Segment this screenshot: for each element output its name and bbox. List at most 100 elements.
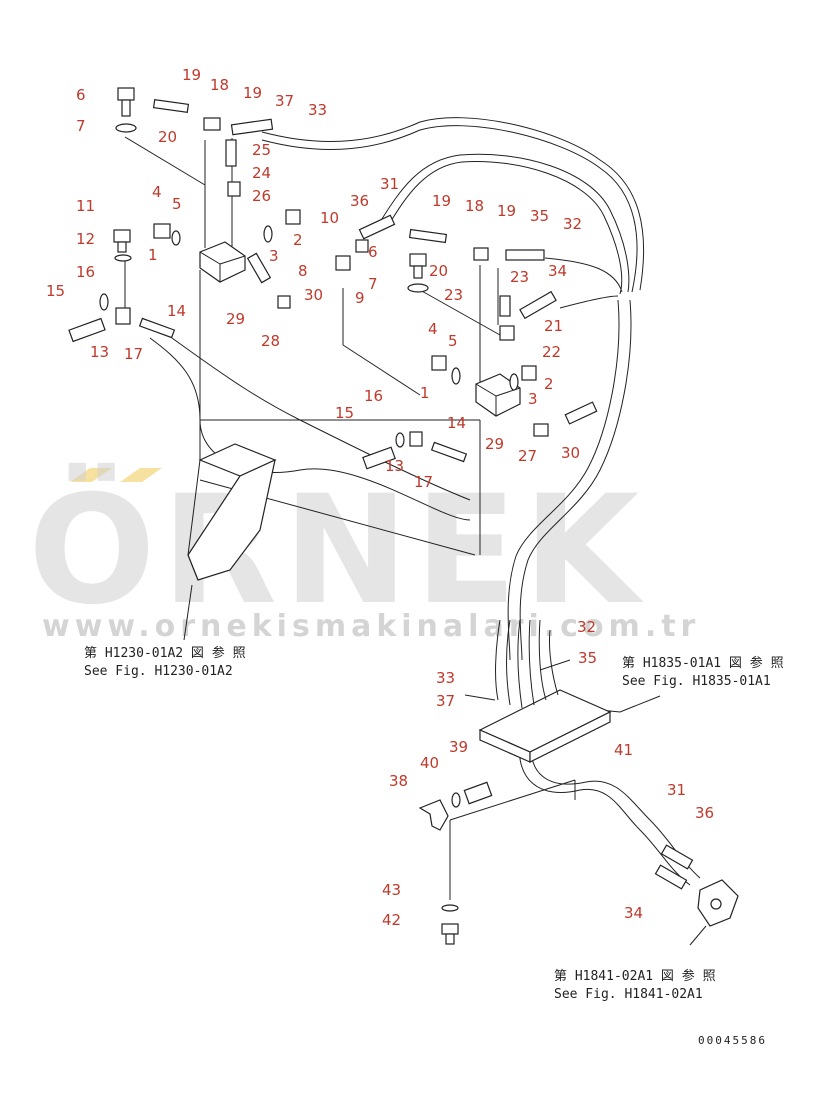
callout: 34 — [624, 904, 643, 922]
callout: 29 — [485, 435, 504, 453]
callout: 24 — [252, 164, 271, 182]
callout: 38 — [389, 772, 408, 790]
plug-4-upper — [153, 223, 171, 239]
elbow-24 — [227, 181, 241, 197]
callout: 19 — [182, 66, 201, 84]
washer-12 — [114, 254, 132, 262]
callout: 16 — [364, 387, 383, 405]
callout: 1 — [420, 384, 430, 402]
elbow-28 — [277, 295, 291, 309]
hose-fitting-35 — [505, 249, 545, 261]
figure-references: 第 H1230-01A2 図 参 照 See Fig. H1230-01A2 第… — [84, 645, 784, 1002]
washer-43 — [441, 904, 459, 912]
callout-labels: 6 7 19 18 19 37 33 20 25 24 26 4 5 2 3 1… — [46, 66, 714, 929]
hose-fitting-37 — [230, 118, 274, 136]
bolt-15-mid — [362, 446, 396, 470]
callout: 28 — [261, 332, 280, 350]
callout: 22 — [542, 343, 561, 361]
adapter-23 — [499, 295, 511, 317]
callout: 15 — [46, 282, 65, 300]
elbow-27 — [533, 423, 549, 437]
watermark-url: www.ornekismakinalari.com.tr — [42, 609, 700, 644]
callout: 30 — [304, 286, 323, 304]
callout: 34 — [548, 262, 567, 280]
reference-arrow-h1230 — [183, 584, 193, 641]
callout: 4 — [428, 320, 438, 338]
drawing-code: 00045586 — [698, 1034, 767, 1047]
callout: 13 — [90, 343, 109, 361]
callout: 31 — [380, 175, 399, 193]
callout: 8 — [298, 262, 308, 280]
callout: 21 — [544, 317, 563, 335]
washer-16-mid — [395, 432, 405, 448]
bolt-42 — [441, 923, 459, 945]
callout: 15 — [335, 404, 354, 422]
plug-2-upper — [285, 209, 301, 225]
bolt-15-upper — [68, 317, 106, 343]
hose-17-upper — [138, 317, 176, 339]
washer-7-mid — [407, 283, 429, 293]
hose-fitting-34-upper — [519, 290, 557, 320]
ref-h1230-jp: 第 H1230-01A2 図 参 照 — [84, 645, 246, 661]
callout: 18 — [465, 197, 484, 215]
washer-40 — [451, 792, 461, 808]
callout: 11 — [76, 197, 95, 215]
ref-h1835-en: See Fig. H1835-01A1 — [622, 674, 771, 689]
callout: 27 — [518, 447, 537, 465]
callout: 42 — [382, 911, 401, 929]
callout: 16 — [76, 263, 95, 281]
elbow-8 — [335, 255, 351, 271]
callout: 43 — [382, 881, 401, 899]
callout: 40 — [420, 754, 439, 772]
callout: 33 — [436, 669, 455, 687]
ref-h1841-jp: 第 H1841-02A1 図 参 照 — [554, 968, 716, 984]
callout: 3 — [269, 247, 279, 265]
oring-3-mid — [509, 373, 519, 391]
plug-2-mid — [521, 365, 537, 381]
hose-fitting-34-lower — [654, 864, 688, 890]
callout: 39 — [449, 738, 468, 756]
tee-18-mid — [473, 247, 489, 261]
callout: 30 — [561, 444, 580, 462]
parts — [68, 87, 739, 946]
callout: 25 — [252, 141, 271, 159]
callout: 32 — [563, 215, 582, 233]
callout: 17 — [414, 473, 433, 491]
callout: 35 — [530, 207, 549, 225]
callout: 33 — [308, 101, 327, 119]
fitting-19-upper — [152, 98, 190, 114]
callout: 29 — [226, 310, 245, 328]
watermark-accent-left — [70, 468, 112, 482]
hose-plate-assembly — [478, 619, 612, 763]
callout: 23 — [444, 286, 463, 304]
callout: 1 — [148, 246, 158, 264]
callout: 6 — [76, 86, 86, 104]
callout: 19 — [243, 84, 262, 102]
callout: 20 — [158, 128, 177, 146]
valve-block-1-upper — [199, 241, 246, 283]
callout: 3 — [528, 390, 538, 408]
oring-3-upper — [263, 225, 273, 243]
callout: 7 — [76, 117, 86, 135]
bolt-39 — [463, 781, 493, 805]
leader-lines — [124, 136, 621, 900]
callout: 9 — [355, 289, 365, 307]
elbow-21 — [499, 325, 515, 341]
callout: 41 — [614, 741, 633, 759]
bracket-h1230 — [187, 443, 277, 581]
hose-17-mid — [430, 441, 468, 463]
callout: 36 — [350, 192, 369, 210]
callout: 17 — [124, 345, 143, 363]
hose-fitting-36-lower — [660, 844, 694, 870]
ref-h1230-en: See Fig. H1230-01A2 — [84, 664, 233, 679]
callout: 12 — [76, 230, 95, 248]
fitting-30-upper — [246, 252, 272, 284]
plug-4-mid — [431, 355, 447, 371]
watermark-brand: ÖRNEK — [28, 462, 645, 638]
callout: 37 — [436, 692, 455, 710]
adapter-13-mid — [409, 431, 423, 447]
callout: 14 — [167, 302, 186, 320]
callout: 18 — [210, 76, 229, 94]
ref-h1841-en: See Fig. H1841-02A1 — [554, 987, 703, 1002]
